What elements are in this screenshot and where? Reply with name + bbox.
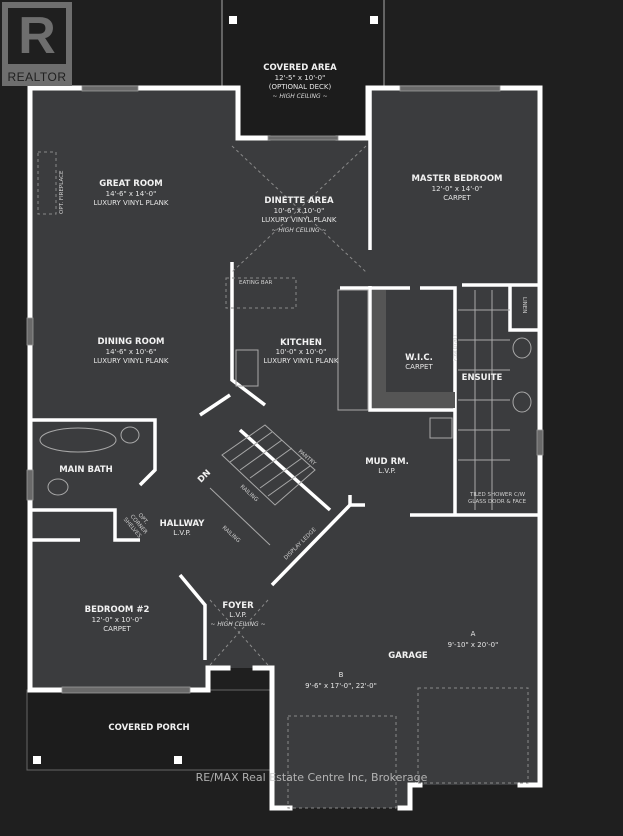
realtor-logo: R REALTOR <box>2 2 72 86</box>
label-hallway: HALLWAY L.V.P. <box>160 519 206 537</box>
svg-text:B: B <box>339 671 344 679</box>
label-wic: W.I.C. CARPET <box>405 353 433 371</box>
svg-text:L.V.P.: L.V.P. <box>173 529 191 537</box>
label-dining-room: DINING ROOM 14'-6" x 10'-6" LUXURY VINYL… <box>94 337 169 365</box>
covered-porch <box>26 689 273 771</box>
annotation-shower: TILED SHOWER C/W <box>469 492 526 498</box>
post <box>174 756 182 764</box>
svg-text:CARPET: CARPET <box>405 363 433 371</box>
svg-text:12'-0" x 10'-0": 12'-0" x 10'-0" <box>92 616 143 624</box>
annotation-linen: LINEN <box>521 297 527 313</box>
svg-text:14'-6" x 10'-6": 14'-6" x 10'-6" <box>106 348 157 356</box>
svg-text:LUXURY VINYL PLANK: LUXURY VINYL PLANK <box>94 199 169 207</box>
label-bedroom-2: BEDROOM #2 12'-0" x 10'-0" CARPET <box>85 605 150 633</box>
annotation-option2: OPTION 2 <box>451 335 457 361</box>
annotation-eating-bar: EATING BAR <box>239 280 272 286</box>
label-covered-area: COVERED AREA 12'-5" x 10'-0" (OPTIONAL D… <box>263 63 337 100</box>
label-great-room: GREAT ROOM 14'-6" x 14'-0" LUXURY VINYL … <box>94 179 169 207</box>
svg-text:14'-6" x 14'-0": 14'-6" x 14'-0" <box>106 190 157 198</box>
svg-text:10'-6" x 10'-0": 10'-6" x 10'-0" <box>274 207 325 215</box>
svg-text:CARPET: CARPET <box>443 194 471 202</box>
svg-text:FOYER: FOYER <box>222 601 254 611</box>
svg-text:~ HIGH CEILING ~: ~ HIGH CEILING ~ <box>272 93 327 100</box>
label-ensuite: ENSUITE <box>462 373 503 383</box>
svg-text:KITCHEN: KITCHEN <box>280 338 322 348</box>
label-kitchen: KITCHEN 10'-0" x 10'-0" LUXURY VINYL PLA… <box>264 338 339 365</box>
svg-text:L.V.P.: L.V.P. <box>378 467 396 475</box>
svg-text:MASTER BEDROOM: MASTER BEDROOM <box>411 174 502 184</box>
svg-text:DINETTE AREA: DINETTE AREA <box>264 196 334 206</box>
svg-text:W.I.C.: W.I.C. <box>405 353 433 363</box>
staircase <box>209 424 316 546</box>
svg-text:12'-0" x 14'-0": 12'-0" x 14'-0" <box>432 185 483 193</box>
label-covered-porch: COVERED PORCH <box>108 723 189 733</box>
covered-area <box>222 0 384 140</box>
svg-text:12'-5" x 10'-0": 12'-5" x 10'-0" <box>275 74 326 82</box>
svg-text:DINING ROOM: DINING ROOM <box>98 337 165 347</box>
label-garage: GARAGE A 9'-10" x 20'-0" B 9'-6" x 17'-0… <box>305 630 498 690</box>
watermark: RE/MAX Real Estate Centre Inc, Brokerage <box>195 771 428 784</box>
svg-text:A: A <box>471 630 476 638</box>
svg-text:BEDROOM #2: BEDROOM #2 <box>85 605 150 615</box>
annotation-fireplace: OPT. FIREPLACE <box>59 170 65 214</box>
svg-text:~ HIGH CEILING ~: ~ HIGH CEILING ~ <box>210 621 265 628</box>
label-dinette: DINETTE AREA 10'-6" x 10'-0" LUXURY VINY… <box>262 196 337 234</box>
post <box>33 756 41 764</box>
svg-text:MUD RM.: MUD RM. <box>365 457 409 467</box>
label-master-bedroom: MASTER BEDROOM 12'-0" x 14'-0" CARPET <box>411 174 502 202</box>
svg-text:GARAGE: GARAGE <box>388 651 428 661</box>
svg-text:10'-0" x 10'-0": 10'-0" x 10'-0" <box>276 348 327 356</box>
svg-text:GREAT ROOM: GREAT ROOM <box>99 179 162 189</box>
annotation-shower-2: GLASS DOOR & FACE <box>468 499 527 505</box>
label-mud-room: MUD RM. L.V.P. <box>365 457 409 475</box>
svg-text:LUXURY VINYL PLANK: LUXURY VINYL PLANK <box>94 357 169 365</box>
svg-text:LUXURY VINYL PLANK: LUXURY VINYL PLANK <box>264 357 339 365</box>
post <box>370 16 378 24</box>
post <box>229 16 237 24</box>
svg-text:COVERED AREA: COVERED AREA <box>263 63 337 73</box>
svg-text:9'-10" x 20'-0": 9'-10" x 20'-0" <box>448 641 499 649</box>
svg-text:CARPET: CARPET <box>103 625 131 633</box>
svg-text:L.V.P.: L.V.P. <box>229 611 247 619</box>
svg-text:~ HIGH CEILING ~: ~ HIGH CEILING ~ <box>271 227 326 234</box>
svg-text:LUXURY VINYL PLANK: LUXURY VINYL PLANK <box>262 216 337 224</box>
svg-text:HALLWAY: HALLWAY <box>160 519 206 529</box>
svg-text:(OPTIONAL DECK): (OPTIONAL DECK) <box>269 83 332 91</box>
label-foyer: FOYER L.V.P. ~ HIGH CEILING ~ <box>210 601 265 628</box>
label-main-bath: MAIN BATH <box>59 465 113 475</box>
house-interior <box>30 88 540 808</box>
svg-text:9'-6" x 17'-0", 22'-0": 9'-6" x 17'-0", 22'-0" <box>305 682 377 690</box>
